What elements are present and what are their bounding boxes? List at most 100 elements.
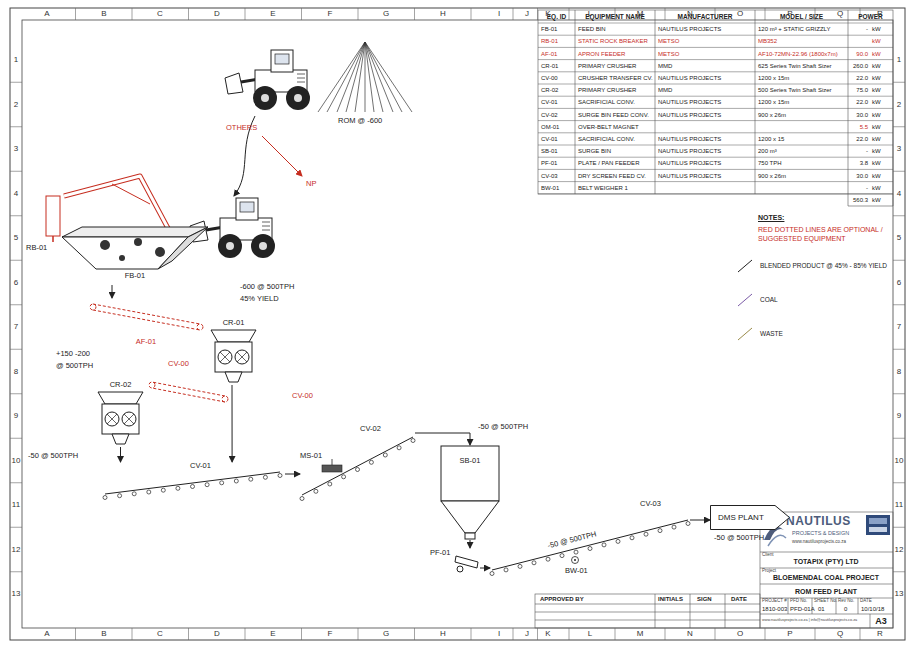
table-cell: kW bbox=[872, 87, 881, 93]
table-header: POWER bbox=[858, 13, 883, 20]
grid-tick bbox=[75, 8, 76, 20]
flow-arrow bbox=[285, 474, 300, 475]
table-rule bbox=[538, 169, 893, 170]
grid-tick bbox=[893, 126, 905, 127]
table-cell: PRIMARY CRUSHER bbox=[578, 63, 636, 69]
table-header: EQUIPMENT NAME bbox=[585, 13, 645, 20]
grid-tick bbox=[665, 628, 666, 640]
grid-number: 4 bbox=[14, 190, 18, 198]
table-cell: BELT WEIGHER 1 bbox=[578, 185, 628, 191]
table-cell: METSO bbox=[658, 38, 679, 44]
equipment-tag: CV-03 bbox=[640, 500, 661, 508]
table-rule bbox=[538, 145, 893, 146]
grid-letter: D bbox=[214, 630, 220, 638]
grid-tick bbox=[893, 438, 905, 439]
equipment-tag: CV-02 bbox=[360, 425, 381, 433]
table-cell: STATIC ROCK BREAKER bbox=[578, 38, 648, 44]
table-rule bbox=[538, 35, 893, 36]
project-name: BLOEMENDAL COAL PROJECT bbox=[773, 574, 879, 581]
note-text: RED DOTTED LINES ARE OPTIONAL / SUGGESTE… bbox=[758, 226, 886, 244]
grid-tick bbox=[10, 482, 22, 483]
grid-letter: O bbox=[737, 630, 743, 638]
grid-letter: P bbox=[787, 630, 792, 638]
overbelt-magnet bbox=[322, 459, 342, 472]
primary-crusher: CR-01 bbox=[205, 318, 262, 385]
grid-letter: B bbox=[101, 10, 106, 18]
grid-tick bbox=[537, 8, 538, 20]
field-name: PFD No. bbox=[790, 599, 807, 604]
table-cell: PF-01 bbox=[541, 160, 557, 166]
table-cell: 1200 x 15m bbox=[758, 75, 789, 81]
grid-letter: B bbox=[101, 630, 106, 638]
grid-tick bbox=[245, 628, 246, 640]
table-cell: kW bbox=[872, 136, 881, 142]
table-rule bbox=[538, 181, 893, 182]
grid-tick bbox=[10, 349, 22, 350]
grid-tick bbox=[893, 260, 905, 261]
equipment-tag: CV-00 bbox=[168, 360, 189, 368]
grid-number: 5 bbox=[897, 234, 901, 242]
table-cell: CRUSHER TRANSFER CV. bbox=[578, 75, 653, 81]
approval-header: SIGN bbox=[697, 596, 712, 602]
grid-number: 7 bbox=[14, 323, 18, 331]
flow-arrow bbox=[415, 433, 470, 445]
table-cell: 120 m³ + STATIC GRIZZLY bbox=[758, 26, 831, 32]
table-cell: OM-01 bbox=[541, 124, 559, 130]
table-header: MANUFACTURER bbox=[678, 13, 733, 20]
table-cell: SB-01 bbox=[541, 148, 558, 154]
grid-letter: G bbox=[383, 10, 389, 18]
company-web: www.nautilusprojects.co.za bbox=[792, 540, 846, 545]
conveyor: CV-02 bbox=[300, 425, 415, 500]
company-tagline: PROJECTS & DESIGN bbox=[792, 531, 849, 537]
primary-crusher-outline bbox=[205, 318, 262, 385]
table-cell: CV-01 bbox=[541, 136, 558, 142]
grid-tick bbox=[471, 628, 472, 640]
equipment-tag: MS-01 bbox=[300, 452, 322, 460]
table-rule bbox=[538, 23, 893, 24]
grid-letter: K bbox=[545, 630, 550, 638]
grid-number: 6 bbox=[14, 279, 18, 287]
table-cell: APRON FEEDER bbox=[578, 51, 625, 57]
grid-letter: O bbox=[737, 10, 743, 18]
grid-number: 10 bbox=[895, 457, 904, 465]
grid-letter: A bbox=[44, 630, 49, 638]
route-label: NP bbox=[306, 180, 316, 188]
table-header: EQ. ID bbox=[547, 13, 567, 20]
field-name: DATE bbox=[860, 599, 872, 604]
grid-letter: Q bbox=[837, 10, 843, 18]
notes-heading: NOTES: bbox=[758, 214, 784, 221]
equipment-tag: CV-01 bbox=[190, 462, 211, 470]
surge-bin: SB-01 bbox=[440, 445, 500, 540]
table-rule bbox=[538, 71, 893, 72]
grid-number: 5 bbox=[14, 234, 18, 242]
grid-tick bbox=[358, 8, 359, 20]
table-cell: PRIMARY CRUSHER bbox=[578, 87, 636, 93]
table-cell: 900 x 26m bbox=[758, 112, 786, 118]
grid-letter: E bbox=[270, 630, 275, 638]
table-cell: 260.0 bbox=[853, 63, 868, 69]
grid-tick bbox=[10, 304, 22, 305]
table-cell: FEED BIN bbox=[578, 26, 606, 32]
grid-tick bbox=[665, 8, 666, 20]
grid-tick bbox=[893, 215, 905, 216]
equipment-tag: SB-01 bbox=[460, 457, 481, 465]
grid-number: 3 bbox=[14, 145, 18, 153]
table-cell: SURGE BIN FEED CONV. bbox=[578, 112, 649, 118]
grid-number: 7 bbox=[897, 323, 901, 331]
footer-text: www.nautilusprojects.co.za | info@nautil… bbox=[762, 619, 857, 623]
grid-tick bbox=[893, 482, 905, 483]
grid-number: 2 bbox=[14, 101, 18, 109]
grid-tick bbox=[537, 628, 538, 640]
table-cell: 200 m³ bbox=[758, 148, 777, 154]
grid-tick bbox=[893, 304, 905, 305]
grid-number: 11 bbox=[12, 501, 20, 509]
table-cell: MB352 bbox=[758, 38, 777, 44]
table-rule bbox=[538, 120, 893, 121]
table-cell: CV-00 bbox=[541, 75, 558, 81]
grid-tick bbox=[815, 628, 816, 640]
conveyor-outline bbox=[300, 425, 415, 500]
table-cell: MMD bbox=[658, 63, 672, 69]
grid-letter: J bbox=[525, 630, 529, 638]
grid-tick bbox=[513, 628, 514, 640]
